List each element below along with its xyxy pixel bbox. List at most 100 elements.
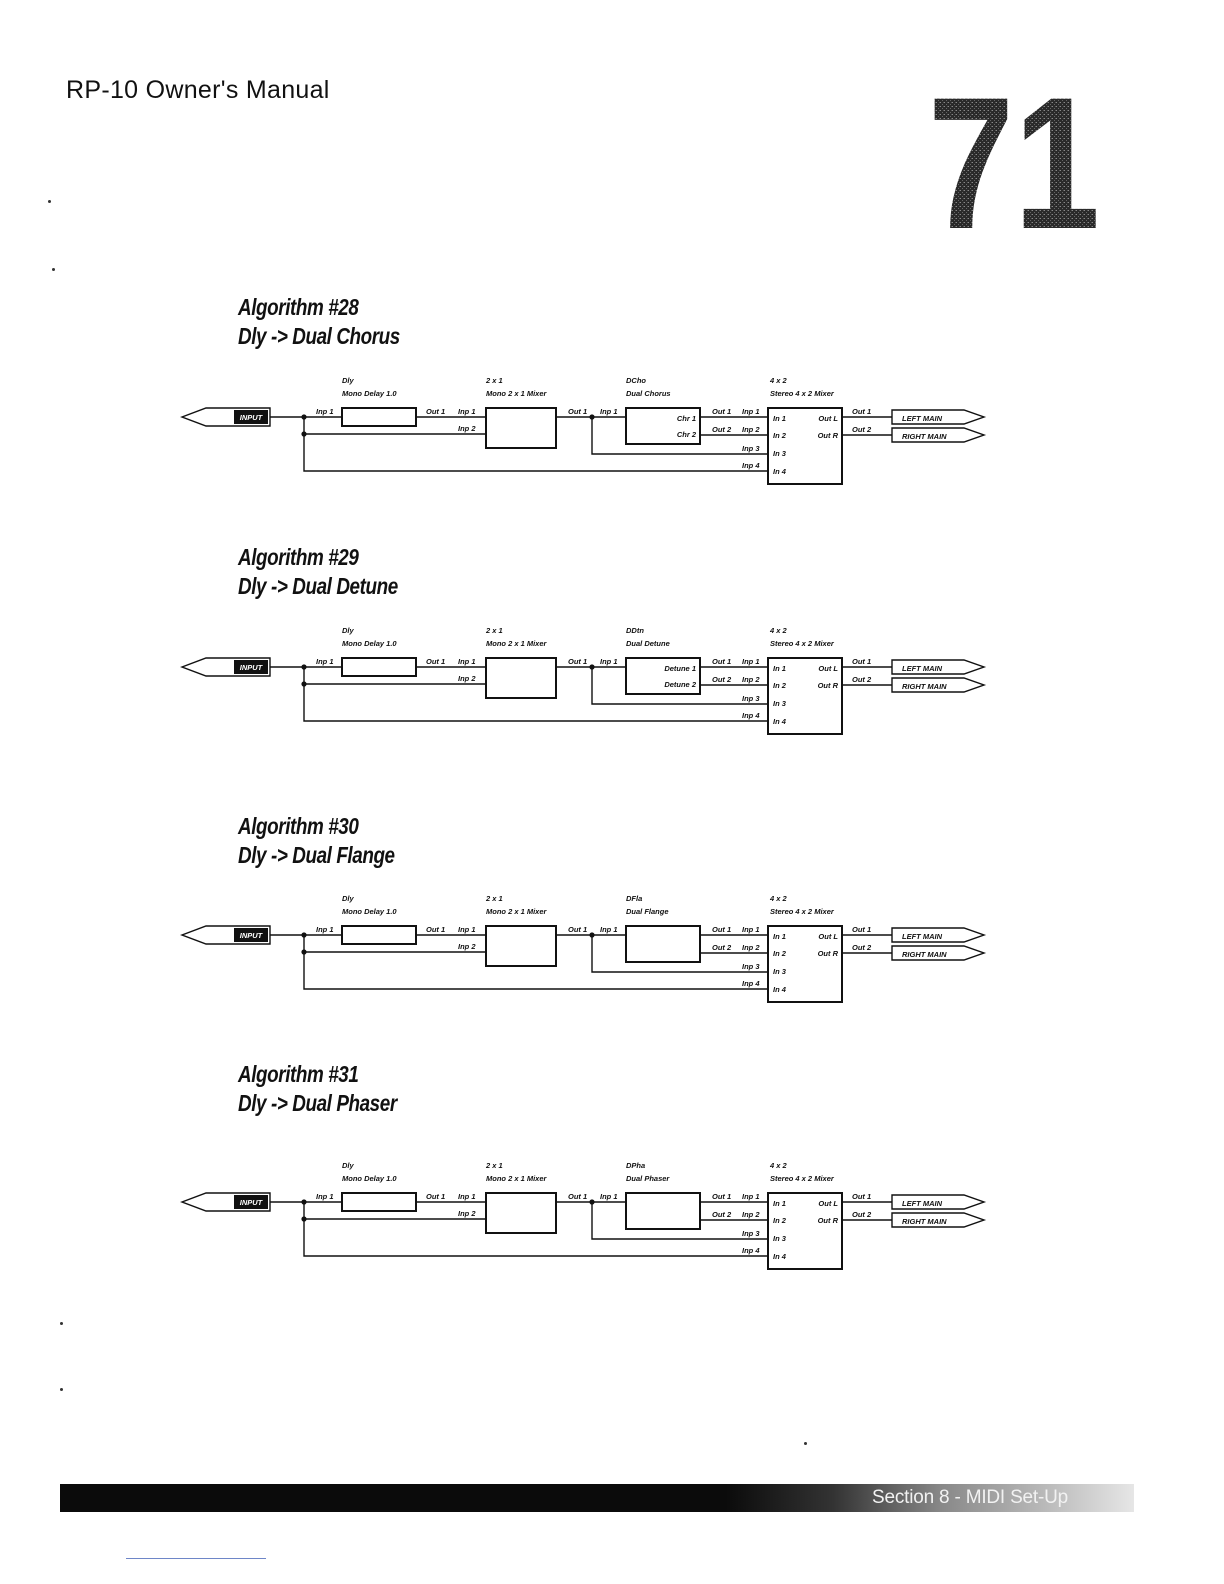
mixer2-name: Stereo 4 x 2 Mixer	[770, 907, 835, 916]
right-main-arrow	[891, 427, 987, 443]
mixer2-in2-label: In 2	[773, 949, 787, 958]
effect-internal-out2: Chr 2	[677, 430, 697, 439]
mixer2-out2-label: Out 2	[852, 943, 872, 952]
junction-dot	[301, 431, 307, 437]
input-label: INPUT	[240, 1198, 264, 1207]
mixer2-outR-label: Out R	[818, 949, 839, 958]
algorithm-heading: Algorithm #29	[238, 544, 359, 570]
mixer2-outL-label: Out L	[818, 414, 838, 423]
right-main-label: RIGHT MAIN	[902, 950, 947, 959]
mixer2-in3-label: In 3	[773, 699, 787, 708]
scan-speck	[52, 268, 55, 271]
mixer2-in2-label: In 2	[773, 1216, 787, 1225]
mixer-2x1-block	[485, 925, 557, 967]
effect-internal-out2: Detune 2	[664, 680, 697, 689]
mixer2-out2-label: Out 2	[852, 675, 872, 684]
mixer1-inp1-label: Inp 1	[458, 1192, 476, 1201]
mixer2-outR-label: Out R	[818, 1216, 839, 1225]
left-main-label: LEFT MAIN	[902, 414, 943, 423]
mixer2-in3-label: In 3	[773, 449, 787, 458]
input-label: INPUT	[240, 413, 264, 422]
mixer2-inp2-label: Inp 2	[742, 675, 760, 684]
input-label-box	[234, 1195, 268, 1209]
effect-internal-out1: Detune 1	[664, 664, 696, 673]
mixer2-in3-label: In 3	[773, 967, 787, 976]
left-main-arrow	[891, 409, 987, 425]
mixer1-inp2-label: Inp 2	[458, 942, 476, 951]
effect-abbr: DCho	[626, 376, 646, 385]
effect-name: Dual Phaser	[626, 1174, 670, 1183]
dual-effect-block	[625, 925, 701, 963]
algorithm-31-heading: Algorithm #31 Dly -> Dual Phaser	[238, 1060, 397, 1118]
mixer2-outL-label: Out L	[818, 932, 838, 941]
mixer2-in4-label: In 4	[773, 1252, 787, 1261]
mixer1-out1-label: Out 1	[568, 1192, 587, 1201]
input-label-box	[234, 928, 268, 942]
delay-inp1-label: Inp 1	[316, 925, 334, 934]
mixer1-abbr: 2 x 1	[485, 1161, 503, 1170]
delay-block	[341, 925, 417, 945]
mixer2-out1-label: Out 1	[852, 1192, 871, 1201]
mixer2-inp1-label: Inp 1	[742, 1192, 760, 1201]
effect-inp1-label: Inp 1	[600, 925, 618, 934]
scan-speck	[60, 1322, 63, 1325]
delay-abbr: Dly	[342, 376, 355, 385]
input-label: INPUT	[240, 931, 264, 940]
junction-dot	[589, 664, 595, 670]
mixer1-out1-label: Out 1	[568, 407, 587, 416]
mixer2-inp2-label: Inp 2	[742, 425, 760, 434]
delay-inp1-label: Inp 1	[316, 407, 334, 416]
delay-abbr: Dly	[342, 894, 355, 903]
mixer-4x2-block	[767, 407, 843, 485]
mixer1-abbr: 2 x 1	[485, 894, 503, 903]
effect-abbr: DPha	[626, 1161, 645, 1170]
right-main-arrow	[891, 1212, 987, 1228]
effect-name: Dual Chorus	[626, 389, 671, 398]
junction-dot	[301, 949, 307, 955]
mixer1-inp1-label: Inp 1	[458, 925, 476, 934]
mixer1-inp2-label: Inp 2	[458, 424, 476, 433]
mixer2-in1-label: In 1	[773, 414, 786, 423]
effect-out2-label: Out 2	[712, 425, 732, 434]
mixer1-out1-label: Out 1	[568, 925, 587, 934]
input-label-box	[234, 660, 268, 674]
delay-block	[341, 1192, 417, 1212]
effect-internal-out1: Chr 1	[677, 414, 696, 423]
delay-abbr: Dly	[342, 626, 355, 635]
mixer-4x2-block	[767, 1192, 843, 1270]
scan-speck	[48, 200, 51, 203]
mixer2-out1-label: Out 1	[852, 657, 871, 666]
footer-bar	[60, 1484, 1134, 1512]
delay-abbr: Dly	[342, 1161, 355, 1170]
scan-speck	[804, 1442, 807, 1445]
mixer1-inp2-label: Inp 2	[458, 674, 476, 683]
mixer2-outL-label: Out L	[818, 1199, 838, 1208]
junction-dot	[589, 932, 595, 938]
delay-inp1-label: Inp 1	[316, 657, 334, 666]
mixer2-inp2-label: Inp 2	[742, 943, 760, 952]
mixer2-inp4-label: Inp 4	[742, 461, 760, 470]
right-main-label: RIGHT MAIN	[902, 682, 947, 691]
manual-title: RP-10 Owner's Manual	[66, 76, 330, 104]
mixer2-inp4-label: Inp 4	[742, 979, 760, 988]
mixer1-name: Mono 2 x 1 Mixer	[486, 1174, 548, 1183]
mixer2-out1-label: Out 1	[852, 925, 871, 934]
mixer1-inp1-label: Inp 1	[458, 657, 476, 666]
mixer2-inp1-label: Inp 1	[742, 657, 760, 666]
effect-out2-label: Out 2	[712, 675, 732, 684]
junction-dot	[301, 664, 307, 670]
mixer2-inp3-label: Inp 3	[742, 694, 760, 703]
junction-dot	[301, 1216, 307, 1222]
footer-section-label: Section 8 - MIDI Set-Up	[872, 1487, 1069, 1508]
delay-out1-label: Out 1	[426, 407, 445, 416]
mixer2-abbr: 4 x 2	[769, 626, 788, 635]
mixer1-inp1-label: Inp 1	[458, 407, 476, 416]
mixer2-in1-label: In 1	[773, 1199, 786, 1208]
